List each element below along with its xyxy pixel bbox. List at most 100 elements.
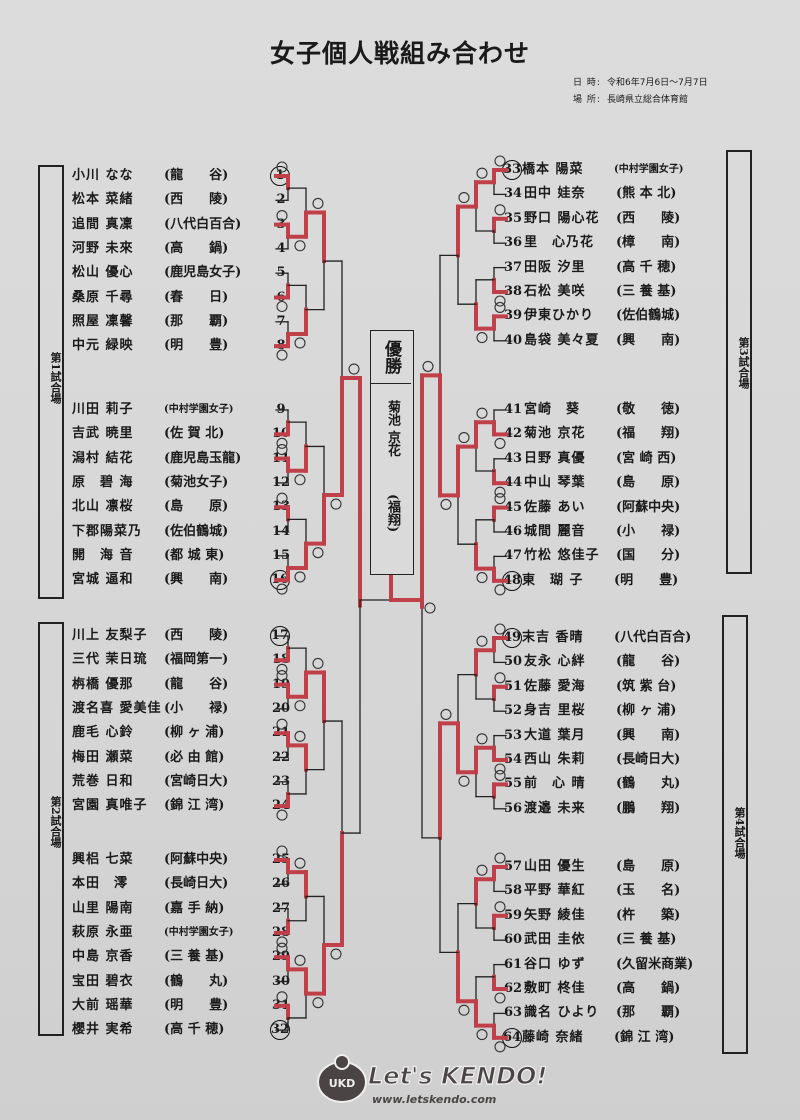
- entry-school: (敬 徳): [616, 402, 681, 417]
- entry-school: (中村学園女子): [614, 164, 684, 175]
- entry-name: 興梠 七菜: [72, 852, 134, 867]
- score-mark-icon: [294, 571, 306, 583]
- bracket-entry: 三代 茉日琉(福岡第一)18: [72, 649, 292, 671]
- score-mark-icon: [494, 437, 506, 449]
- entry-school: (阿蘇中央): [164, 852, 229, 867]
- score-mark-icon: [476, 572, 488, 584]
- entry-school: (明 豊): [164, 338, 229, 354]
- score-mark-icon: [276, 809, 288, 821]
- score-mark-icon: [494, 769, 506, 781]
- entry-school: (嘉 手 納): [164, 900, 225, 916]
- score-mark-icon: [476, 635, 488, 647]
- score-mark-icon: [494, 763, 506, 775]
- entry-name: 東 瑚 子: [522, 572, 584, 588]
- entry-school: (三 養 基): [616, 284, 677, 299]
- score-mark-icon: [276, 444, 288, 456]
- score-mark-icon: [476, 332, 488, 344]
- entry-name: 桑原 千尋: [72, 289, 134, 305]
- score-mark-icon: [440, 498, 452, 510]
- entry-school: (三 養 基): [164, 949, 225, 965]
- entry-school: (鶴 丸): [164, 973, 229, 989]
- score-mark-icon: [330, 948, 342, 960]
- entry-name: 竹松 悠佳子: [524, 548, 600, 564]
- entry-number: 41: [503, 402, 523, 417]
- score-mark-icon: [276, 492, 288, 504]
- entry-school: (鶴 丸): [616, 776, 681, 792]
- venue-4-label: 第4試合場: [733, 807, 746, 859]
- entry-name: 中元 緑映: [72, 338, 134, 354]
- score-mark-icon: [476, 733, 488, 745]
- score-mark-icon: [494, 901, 506, 913]
- entry-school: (中村学園女子): [164, 404, 234, 415]
- entry-name: 田中 娃奈: [524, 186, 586, 202]
- entry-name: 開 海 音: [72, 547, 134, 563]
- score-mark-icon: [422, 360, 434, 372]
- entry-number: 56: [503, 800, 523, 816]
- entry-school: (高 千 穂): [164, 1022, 225, 1038]
- entry-school: (熊 本 北): [616, 186, 677, 202]
- entry-number: 40: [503, 332, 523, 348]
- entry-school: (杵 築): [616, 907, 681, 923]
- page-title: 女子個人戦組み合わせ: [269, 39, 530, 68]
- entry-name: 前 心 晴: [524, 776, 586, 792]
- entry-name: 中山 琴葉: [524, 475, 586, 491]
- bracket-entry: 原 碧 海(菊池女子)12: [72, 472, 292, 494]
- entry-school: (西 陵): [616, 210, 681, 226]
- entry-school: (柳 ヶ 浦): [164, 725, 225, 741]
- entry-number: 63: [503, 1005, 523, 1021]
- score-mark-icon: [312, 197, 324, 209]
- entry-name: 本田 澪: [72, 876, 129, 892]
- score-mark-icon: [458, 1004, 470, 1016]
- entry-school: (佐 賀 北): [164, 426, 225, 442]
- date-label: 日 時:: [573, 78, 601, 88]
- entry-school: (錦 江 湾): [164, 798, 225, 814]
- entry-name: 識名 ひより: [524, 1005, 600, 1021]
- entry-school: (那 覇): [164, 313, 229, 329]
- entry-name: 萩原 永亜: [72, 924, 134, 940]
- score-mark-icon: [494, 493, 506, 505]
- entry-number: 37: [503, 259, 523, 275]
- bracket-entry: 興梠 七菜(阿蘇中央)25: [72, 849, 292, 871]
- score-mark-icon: [276, 845, 288, 857]
- place-value: 長崎県立総合体育館: [607, 95, 689, 105]
- entry-number: 43: [503, 450, 523, 466]
- champion-heading: 優勝: [371, 331, 411, 384]
- venue-2-box: 第2試合場: [38, 622, 64, 1036]
- score-mark-icon: [276, 936, 288, 948]
- entry-school: (龍 谷): [616, 654, 681, 670]
- entry-name: 河野 未來: [72, 240, 134, 256]
- entry-school: (都 城 東): [164, 547, 225, 563]
- score-mark-icon: [276, 942, 288, 954]
- score-mark-icon: [458, 432, 470, 444]
- venue-3-box: 第3試合場: [726, 150, 752, 574]
- entry-name: 大前 瑶華: [72, 997, 134, 1013]
- champion-school: (福翔): [385, 494, 400, 533]
- score-mark-icon: [424, 602, 436, 614]
- entry-number: 46: [503, 524, 523, 539]
- entry-name: 三代 茉日琉: [72, 652, 148, 668]
- entry-school: (島 原): [616, 859, 681, 874]
- champion-body: 菊池 京花 (福翔): [371, 384, 413, 574]
- bracket-entry: 潟村 結花(鹿児島玉龍)11: [72, 448, 292, 470]
- entry-name: 照屋 凜馨: [72, 313, 134, 329]
- entry-school: (小 禄): [616, 524, 681, 539]
- date-row: 日 時:令和6年7月6日〜7月7日: [573, 75, 708, 92]
- entry-name: 佐藤 愛海: [524, 678, 586, 694]
- score-mark-icon: [276, 670, 288, 682]
- entry-number: 55: [503, 776, 523, 792]
- entry-name: 櫻井 実希: [72, 1022, 134, 1038]
- entry-name: 平野 華紅: [524, 883, 586, 899]
- place-row: 場 所:長崎県立総合体育館: [573, 92, 708, 109]
- entry-school: (長崎日大): [164, 876, 229, 892]
- logo-url: www.letskendo.com: [372, 1093, 496, 1106]
- entry-school: (阿蘇中央): [616, 499, 681, 515]
- score-mark-icon: [294, 857, 306, 869]
- score-mark-icon: [494, 155, 506, 167]
